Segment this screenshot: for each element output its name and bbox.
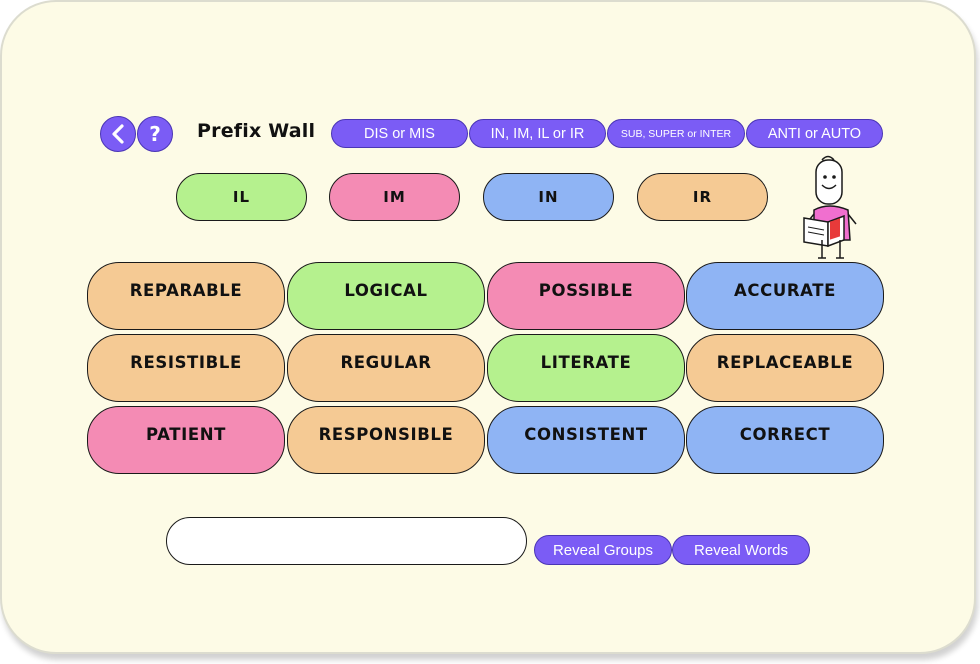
word-tile-correct[interactable]: CORRECT <box>686 406 884 474</box>
category-in: IN <box>483 173 614 221</box>
help-button[interactable]: ? <box>137 116 173 152</box>
tab-sub-super-inter[interactable]: SUB, SUPER or INTER <box>607 119 745 148</box>
tab-in-im-il-ir[interactable]: IN, IM, IL or IR <box>469 119 606 148</box>
reveal-words-button[interactable]: Reveal Words <box>672 535 810 565</box>
word-tile-replaceable[interactable]: REPLACEABLE <box>686 334 884 402</box>
chevron-left-icon <box>112 124 124 144</box>
back-button[interactable] <box>100 116 136 152</box>
tab-anti-auto[interactable]: ANTI or AUTO <box>746 119 883 148</box>
reveal-groups-button[interactable]: Reveal Groups <box>534 535 672 565</box>
word-tile-literate[interactable]: LITERATE <box>487 334 685 402</box>
word-tile-regular[interactable]: REGULAR <box>287 334 485 402</box>
help-icon: ? <box>149 122 161 146</box>
word-tile-patient[interactable]: PATIENT <box>87 406 285 474</box>
word-tile-possible[interactable]: POSSIBLE <box>487 262 685 330</box>
category-ir: IR <box>637 173 768 221</box>
category-il: IL <box>176 173 307 221</box>
word-tile-responsible[interactable]: RESPONSIBLE <box>287 406 485 474</box>
mascot-reading-illustration <box>803 155 857 259</box>
tab-dis-mis[interactable]: DIS or MIS <box>331 119 468 148</box>
category-im: IM <box>329 173 460 221</box>
word-tile-consistent[interactable]: CONSISTENT <box>487 406 685 474</box>
word-tile-accurate[interactable]: ACCURATE <box>686 262 884 330</box>
page-title: Prefix Wall <box>197 120 316 142</box>
word-tile-resistible[interactable]: RESISTIBLE <box>87 334 285 402</box>
word-tile-logical[interactable]: LOGICAL <box>287 262 485 330</box>
word-tile-reparable[interactable]: REPARABLE <box>87 262 285 330</box>
answer-input[interactable] <box>166 517 527 565</box>
